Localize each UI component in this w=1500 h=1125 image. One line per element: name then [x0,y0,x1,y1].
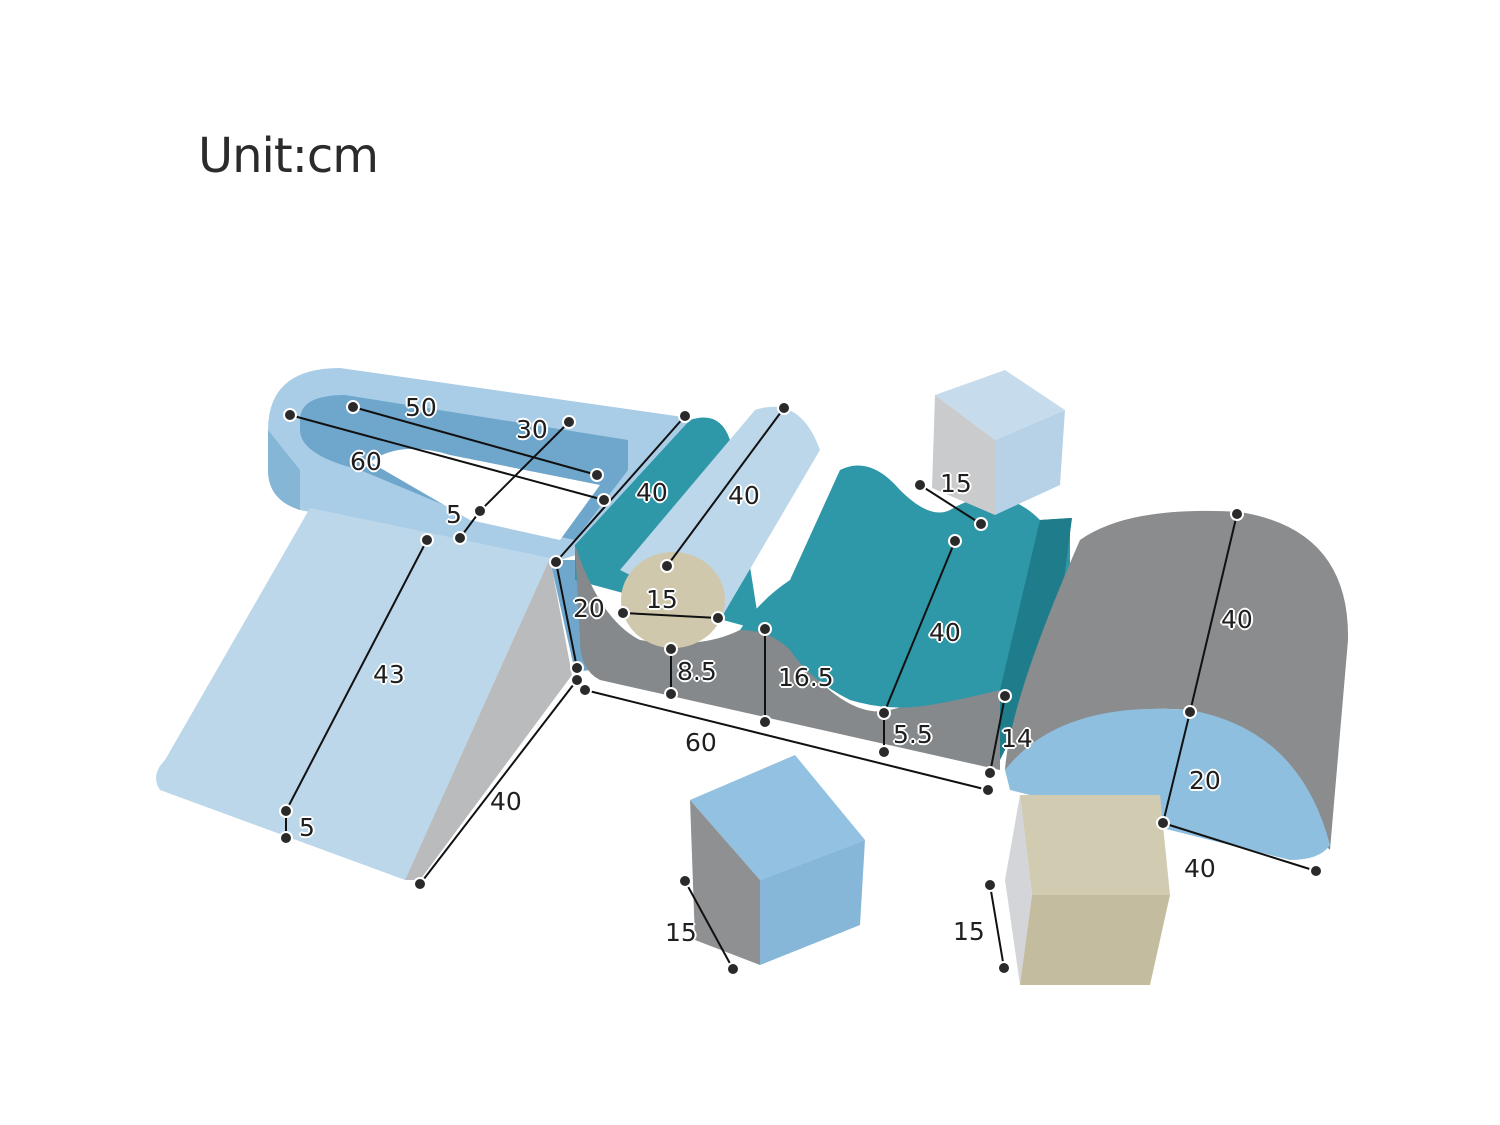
dim-label-top-cube-side: 15 [940,469,972,498]
dim-label-wave-crest: 16.5 [778,663,834,692]
dim-label-ramp-length: 43 [373,660,405,689]
slide-ramp [156,508,572,880]
dim-label-tunnel-depth: 40 [636,478,668,507]
cube-blue [690,755,865,965]
dim-label-cylinder-length: 40 [728,481,760,510]
dim-label-wave-trough-1: 8.5 [677,657,717,686]
dim-label-blue-cube-side: 15 [665,918,697,947]
dim-label-wave-end-height: 14 [1001,724,1033,753]
dim-label-ramp-end-thickness: 5 [299,813,315,842]
dim-label-wave-length: 60 [685,728,717,757]
dim-label-tunnel-inner-length: 50 [405,393,437,422]
dimension-points [279,400,1323,976]
unit-title: Unit:cm [198,128,379,184]
half-cylinder [1005,510,1349,860]
dim-label-wave-trough-2: 5.5 [893,720,933,749]
dim-label-tunnel-outer-length: 60 [350,447,382,476]
dim-label-ramp-width: 40 [490,787,522,816]
dim-label-tunnel-thickness: 5 [446,500,462,529]
dim-label-half-cylinder-length: 40 [1221,605,1253,634]
dim-label-beige-cube-side: 15 [953,917,985,946]
dim-label-tunnel-width: 30 [516,415,548,444]
dim-label-wave-depth: 40 [929,618,961,647]
dim-label-half-cylinder-width: 40 [1184,854,1216,883]
tunnel-arch [268,368,690,672]
dim-label-wave-height: 20 [573,594,605,623]
cube-beige [1005,795,1170,985]
dim-label-cylinder-diameter: 15 [646,585,678,614]
dim-label-half-cylinder-radius: 20 [1189,766,1221,795]
cube-top [932,370,1065,515]
